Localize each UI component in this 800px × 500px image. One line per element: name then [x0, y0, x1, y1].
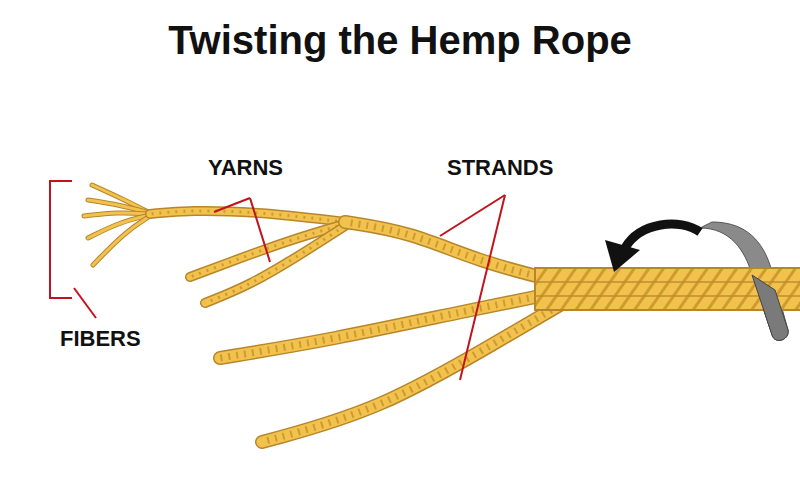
strand	[262, 302, 565, 442]
part-label: FIBERS	[60, 326, 141, 352]
strand	[220, 292, 560, 358]
leader-line	[214, 195, 505, 380]
twist-ribbon-front	[752, 275, 788, 340]
strand	[220, 292, 560, 358]
strand	[262, 302, 565, 442]
yarn	[150, 211, 345, 222]
yarn	[150, 211, 345, 222]
yarn	[205, 226, 345, 303]
yarn	[205, 226, 345, 303]
strand	[345, 222, 560, 282]
strand	[262, 302, 565, 442]
fibers-bracket	[50, 181, 96, 318]
part-label: STRANDS	[447, 155, 553, 181]
yarn	[150, 211, 345, 222]
diagram-title: Twisting the Hemp Rope	[168, 18, 632, 63]
strand	[220, 292, 560, 358]
yarn	[205, 226, 345, 303]
fiber	[93, 216, 150, 265]
part-label: YARNS	[208, 155, 283, 181]
fiber	[88, 215, 150, 238]
twist-arrow	[605, 224, 700, 272]
fiber	[93, 216, 150, 265]
fiber	[88, 215, 150, 238]
strand	[345, 222, 560, 282]
strand	[345, 222, 560, 282]
